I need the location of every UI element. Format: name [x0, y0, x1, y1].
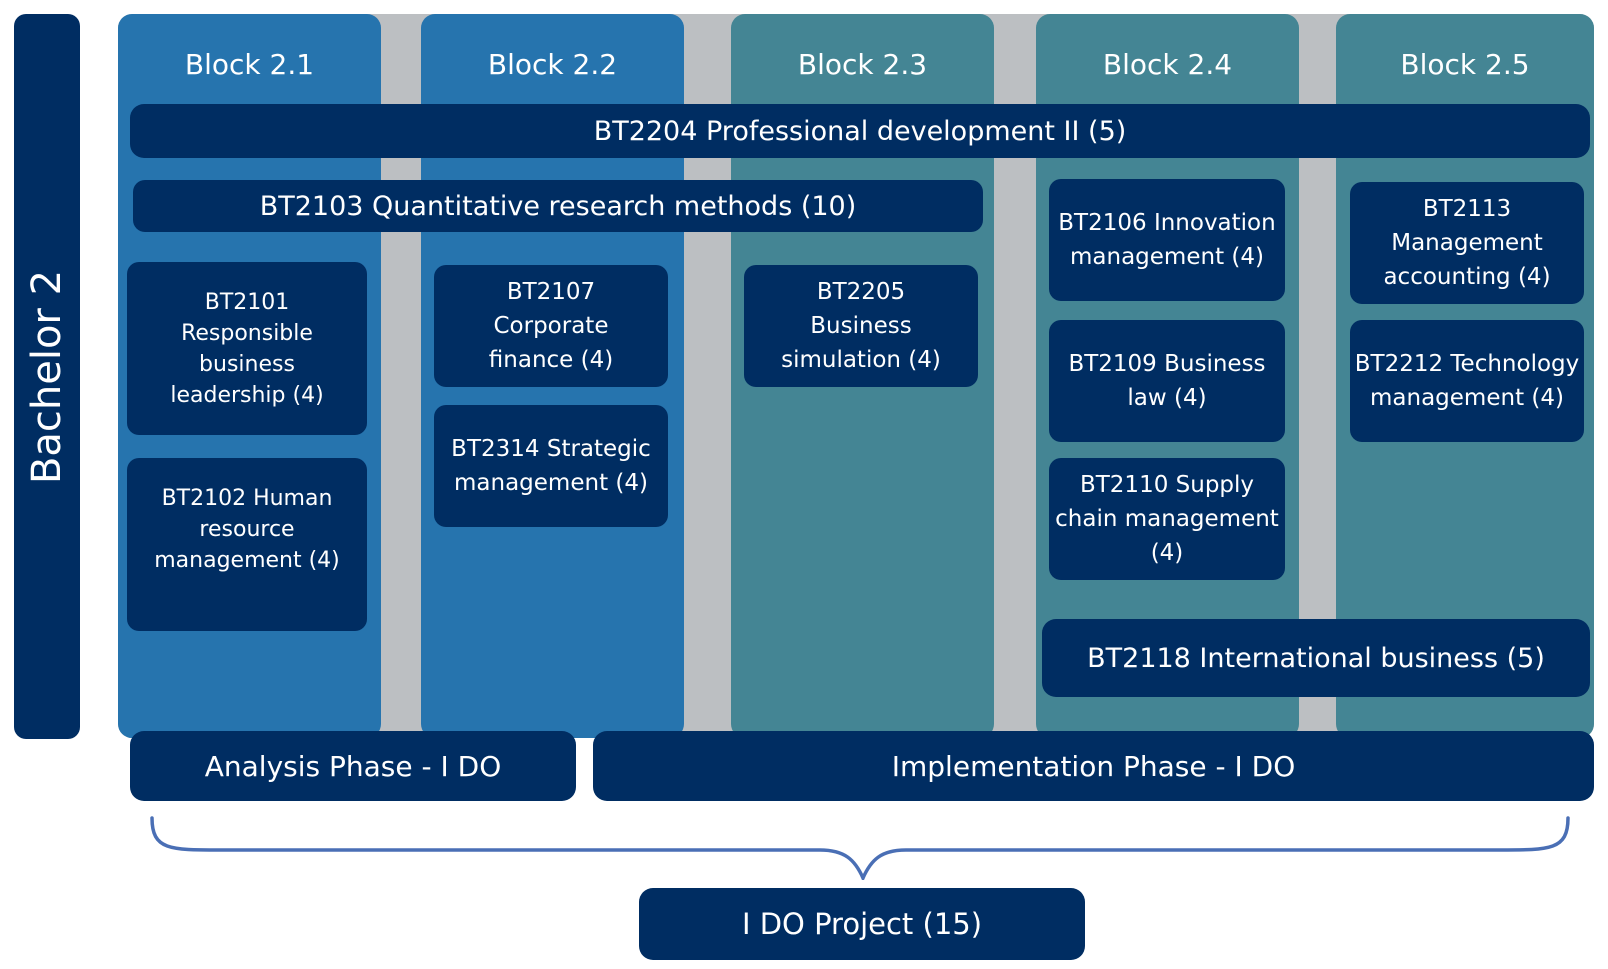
course-bt2101: BT2101 Responsible business leadership (…	[127, 262, 367, 435]
course-bt2102: BT2102 Human resource management (4)	[127, 458, 367, 631]
course-bt2205: BT2205 Business simulation (4)	[744, 265, 978, 387]
course-bt2204: BT2204 Professional development II (5)	[130, 104, 1590, 158]
year-label-text: Bachelor 2	[24, 269, 71, 484]
block-title: Block 2.1	[184, 48, 315, 81]
course-bt2118: BT2118 International business (5)	[1042, 619, 1590, 697]
block-title: Block 2.2	[487, 48, 618, 81]
analysis-phase: Analysis Phase - I DO	[130, 731, 576, 801]
course-bt2109: BT2109 Business law (4)	[1049, 320, 1285, 442]
block-title: Block 2.5	[1400, 48, 1530, 81]
course-bt2106: BT2106 Innovation management (4)	[1049, 179, 1285, 301]
ido-project: I DO Project (15)	[639, 888, 1085, 960]
course-bt2314: BT2314 Strategic management (4)	[434, 405, 668, 527]
course-bt2107: BT2107 Corporate finance (4)	[434, 265, 668, 387]
year-label: Bachelor 2	[14, 14, 80, 739]
block-title: Block 2.3	[797, 48, 928, 81]
block-title: Block 2.4	[1102, 48, 1233, 81]
course-bt2212: BT2212 Technology management (4)	[1350, 320, 1584, 442]
curly-brace-icon	[150, 816, 1570, 880]
course-bt2113: BT2113 Management accounting (4)	[1350, 182, 1584, 304]
course-bt2110: BT2110 Supply chain management (4)	[1049, 458, 1285, 580]
implementation-phase: Implementation Phase - I DO	[593, 731, 1594, 801]
course-bt2103: BT2103 Quantitative research methods (10…	[133, 180, 983, 232]
